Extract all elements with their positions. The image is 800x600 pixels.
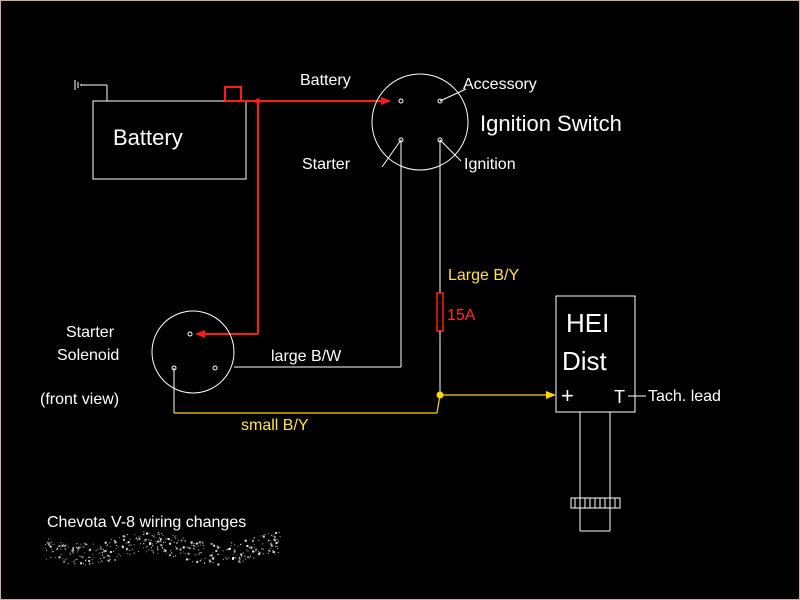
plus-terminal-label: + <box>561 383 574 408</box>
battery-wire <box>198 86 386 335</box>
battery-box-label: Battery <box>113 125 183 150</box>
small-by-wire <box>174 394 553 414</box>
starter-terminal-label: Starter <box>302 156 351 173</box>
signature-scribble <box>45 531 281 566</box>
ignition-switch-label: Ignition Switch <box>480 111 622 136</box>
ignition-terminal-label: Ignition <box>464 156 516 173</box>
solenoid-terminals <box>171 331 437 414</box>
dist-label: Dist <box>562 346 608 376</box>
battery-wire-junction <box>255 98 261 104</box>
hei-label: HEI <box>566 308 609 338</box>
starter-solenoid-label-line1: Starter <box>66 324 115 341</box>
tach-lead-label: Tach. lead <box>648 388 721 405</box>
accessory-label: Accessory <box>463 76 537 93</box>
battery-box <box>92 100 247 180</box>
small-by-label: small B/Y <box>241 417 309 434</box>
front-view-label: (front view) <box>40 391 119 408</box>
small-by-junction <box>436 391 444 399</box>
t-terminal-label: T <box>614 387 625 407</box>
hei-plus-arrow-icon <box>546 391 556 399</box>
battery-terminal-label: Battery <box>300 72 351 89</box>
fuse-icon <box>436 292 444 332</box>
footer-title: Chevota V-8 wiring changes <box>47 514 246 531</box>
large-by-label: Large B/Y <box>448 267 519 284</box>
ground-icon <box>74 80 108 101</box>
starter-solenoid-circle <box>151 310 235 394</box>
ignition-switch-terminals <box>234 88 467 368</box>
fuse-label: 15A <box>447 307 476 324</box>
starter-solenoid-label-line2: Solenoid <box>57 347 119 364</box>
large-bw-label: large B/W <box>271 348 342 365</box>
hei-dist-box <box>555 295 636 413</box>
solenoid-arrow-icon <box>195 330 205 338</box>
battery-terminal-arrow-icon <box>381 97 391 105</box>
ignition-switch-circle <box>371 73 469 171</box>
distributor-shaft <box>570 412 621 532</box>
